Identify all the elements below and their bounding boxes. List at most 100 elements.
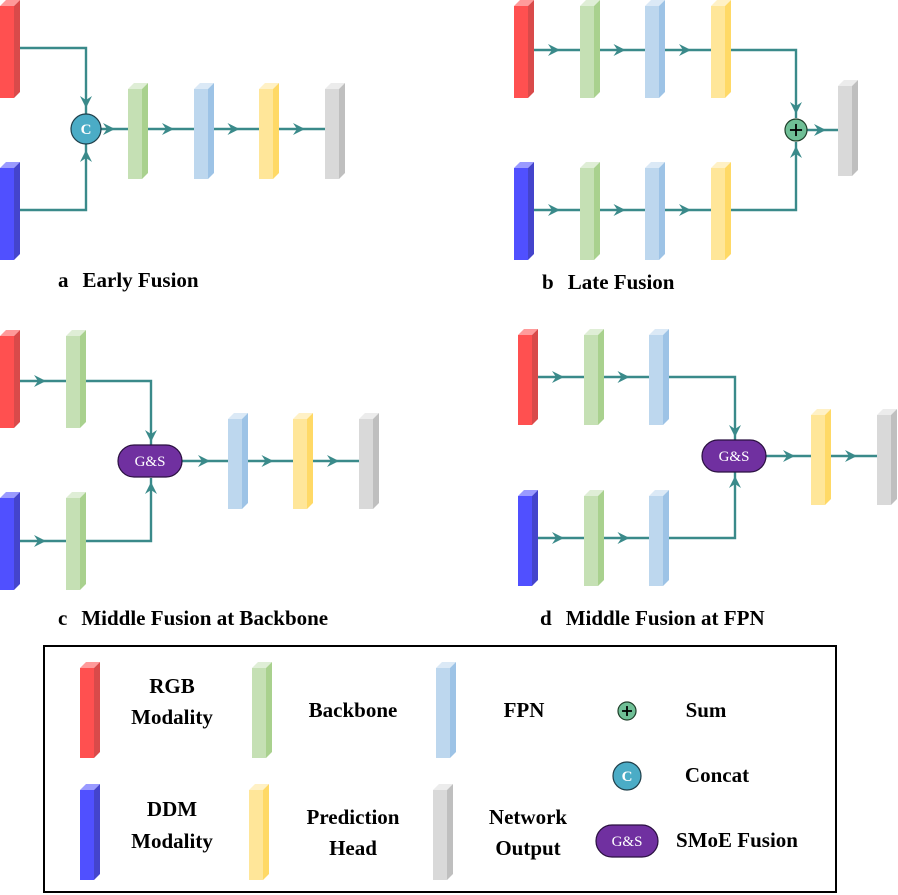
legend-label: Modality: [131, 829, 213, 853]
arrow-down-icon: [790, 102, 802, 114]
legend-box: [43, 645, 837, 893]
rgb-modality-block: [0, 0, 20, 98]
fpn-legend-swatch: [436, 662, 456, 758]
arrow-right-icon: [845, 450, 857, 462]
gs-fusion-icon: G&S: [701, 439, 767, 473]
connector: [725, 48, 798, 118]
legend-label: FPN: [504, 698, 545, 722]
svg-text:C: C: [622, 769, 633, 785]
backbone-block: [66, 492, 86, 590]
arrow-right-icon: [783, 450, 795, 462]
legend-label: Output: [495, 836, 560, 860]
head-block: [293, 413, 313, 509]
fpn-block: [645, 0, 665, 98]
fpn-block: [649, 329, 669, 425]
legend-label: Network: [489, 805, 567, 829]
legend-label: Prediction: [307, 805, 400, 829]
rgb-modality-block: [514, 0, 534, 98]
arrow-down-icon: [729, 425, 741, 437]
backbone-block: [580, 162, 600, 260]
head-block: [711, 162, 731, 260]
arrow-up-icon: [790, 146, 802, 158]
ddm-modality-block: [0, 492, 20, 590]
arrow-right-icon: [198, 455, 210, 467]
connector: [80, 478, 153, 543]
arrow-right-icon: [327, 455, 339, 467]
arrow-right-icon: [617, 371, 630, 383]
backbone-legend-swatch: [252, 662, 272, 758]
legend-item-fpn: FPN: [436, 662, 544, 758]
head-block: [259, 83, 279, 179]
sum-icon: [784, 118, 808, 142]
output-block: [838, 80, 858, 176]
concat-icon: C: [70, 113, 102, 145]
backbone-block: [584, 490, 604, 586]
backbone-block: [584, 329, 604, 425]
legend-label: SMoE Fusion: [676, 828, 798, 852]
arrow-right-icon: [227, 123, 240, 135]
backbone-block: [66, 330, 86, 428]
connection-lines: [14, 44, 877, 547]
ddm-modality-block: [0, 162, 20, 260]
fpn-block: [649, 490, 669, 586]
arrow-right-icon: [34, 535, 46, 547]
svg-text:G&S: G&S: [719, 449, 750, 465]
blocks: [0, 0, 897, 590]
legend-item-sum: Sum: [617, 698, 727, 722]
arrow-right-icon: [613, 204, 626, 216]
fusion-ops: C G&S G&S: [70, 113, 808, 478]
connector: [14, 46, 88, 114]
legend-item-ddm: DDM Modality: [80, 784, 213, 880]
rgb-legend-swatch: [80, 662, 100, 758]
gs-fusion-icon: G&S: [117, 444, 183, 478]
ddm-legend-swatch: [80, 784, 100, 880]
head-legend-swatch: [249, 784, 269, 880]
backbone-block: [580, 0, 600, 98]
concat-icon: C: [612, 761, 642, 791]
arrow-right-icon: [679, 44, 691, 56]
legend-label: Modality: [131, 705, 213, 729]
legend-label: Concat: [685, 763, 749, 787]
arrow-right-icon: [293, 123, 305, 135]
arrow-right-icon: [814, 124, 826, 136]
arrow-right-icon: [103, 123, 115, 135]
arrow-up-icon: [145, 482, 157, 494]
arrow-right-icon: [261, 455, 274, 467]
ddm-modality-block: [518, 490, 538, 586]
legend-item-backbone: Backbone: [252, 662, 397, 758]
arrow-up-icon: [729, 476, 741, 488]
arrow-right-icon: [548, 44, 560, 56]
head-block: [811, 409, 831, 505]
legend-label: Sum: [686, 698, 727, 722]
svg-text:C: C: [81, 122, 92, 138]
connector: [80, 379, 153, 446]
output-block: [877, 409, 897, 505]
backbone-block: [128, 83, 148, 179]
output-block: [359, 413, 379, 509]
legend-label: Head: [329, 836, 377, 860]
rgb-modality-block: [518, 329, 538, 425]
legend-item-concat: C Concat: [612, 761, 749, 791]
legend-label: Backbone: [309, 698, 398, 722]
arrow-right-icon: [548, 204, 560, 216]
fpn-block: [228, 413, 248, 509]
sum-icon: [617, 701, 637, 721]
connector: [663, 472, 737, 540]
arrow-right-icon: [552, 532, 564, 544]
output-block: [325, 83, 345, 179]
svg-text:G&S: G&S: [135, 454, 166, 470]
legend-label: DDM: [147, 797, 197, 821]
connector: [725, 142, 798, 212]
arrow-right-icon: [613, 44, 626, 56]
arrow-right-icon: [617, 532, 630, 544]
